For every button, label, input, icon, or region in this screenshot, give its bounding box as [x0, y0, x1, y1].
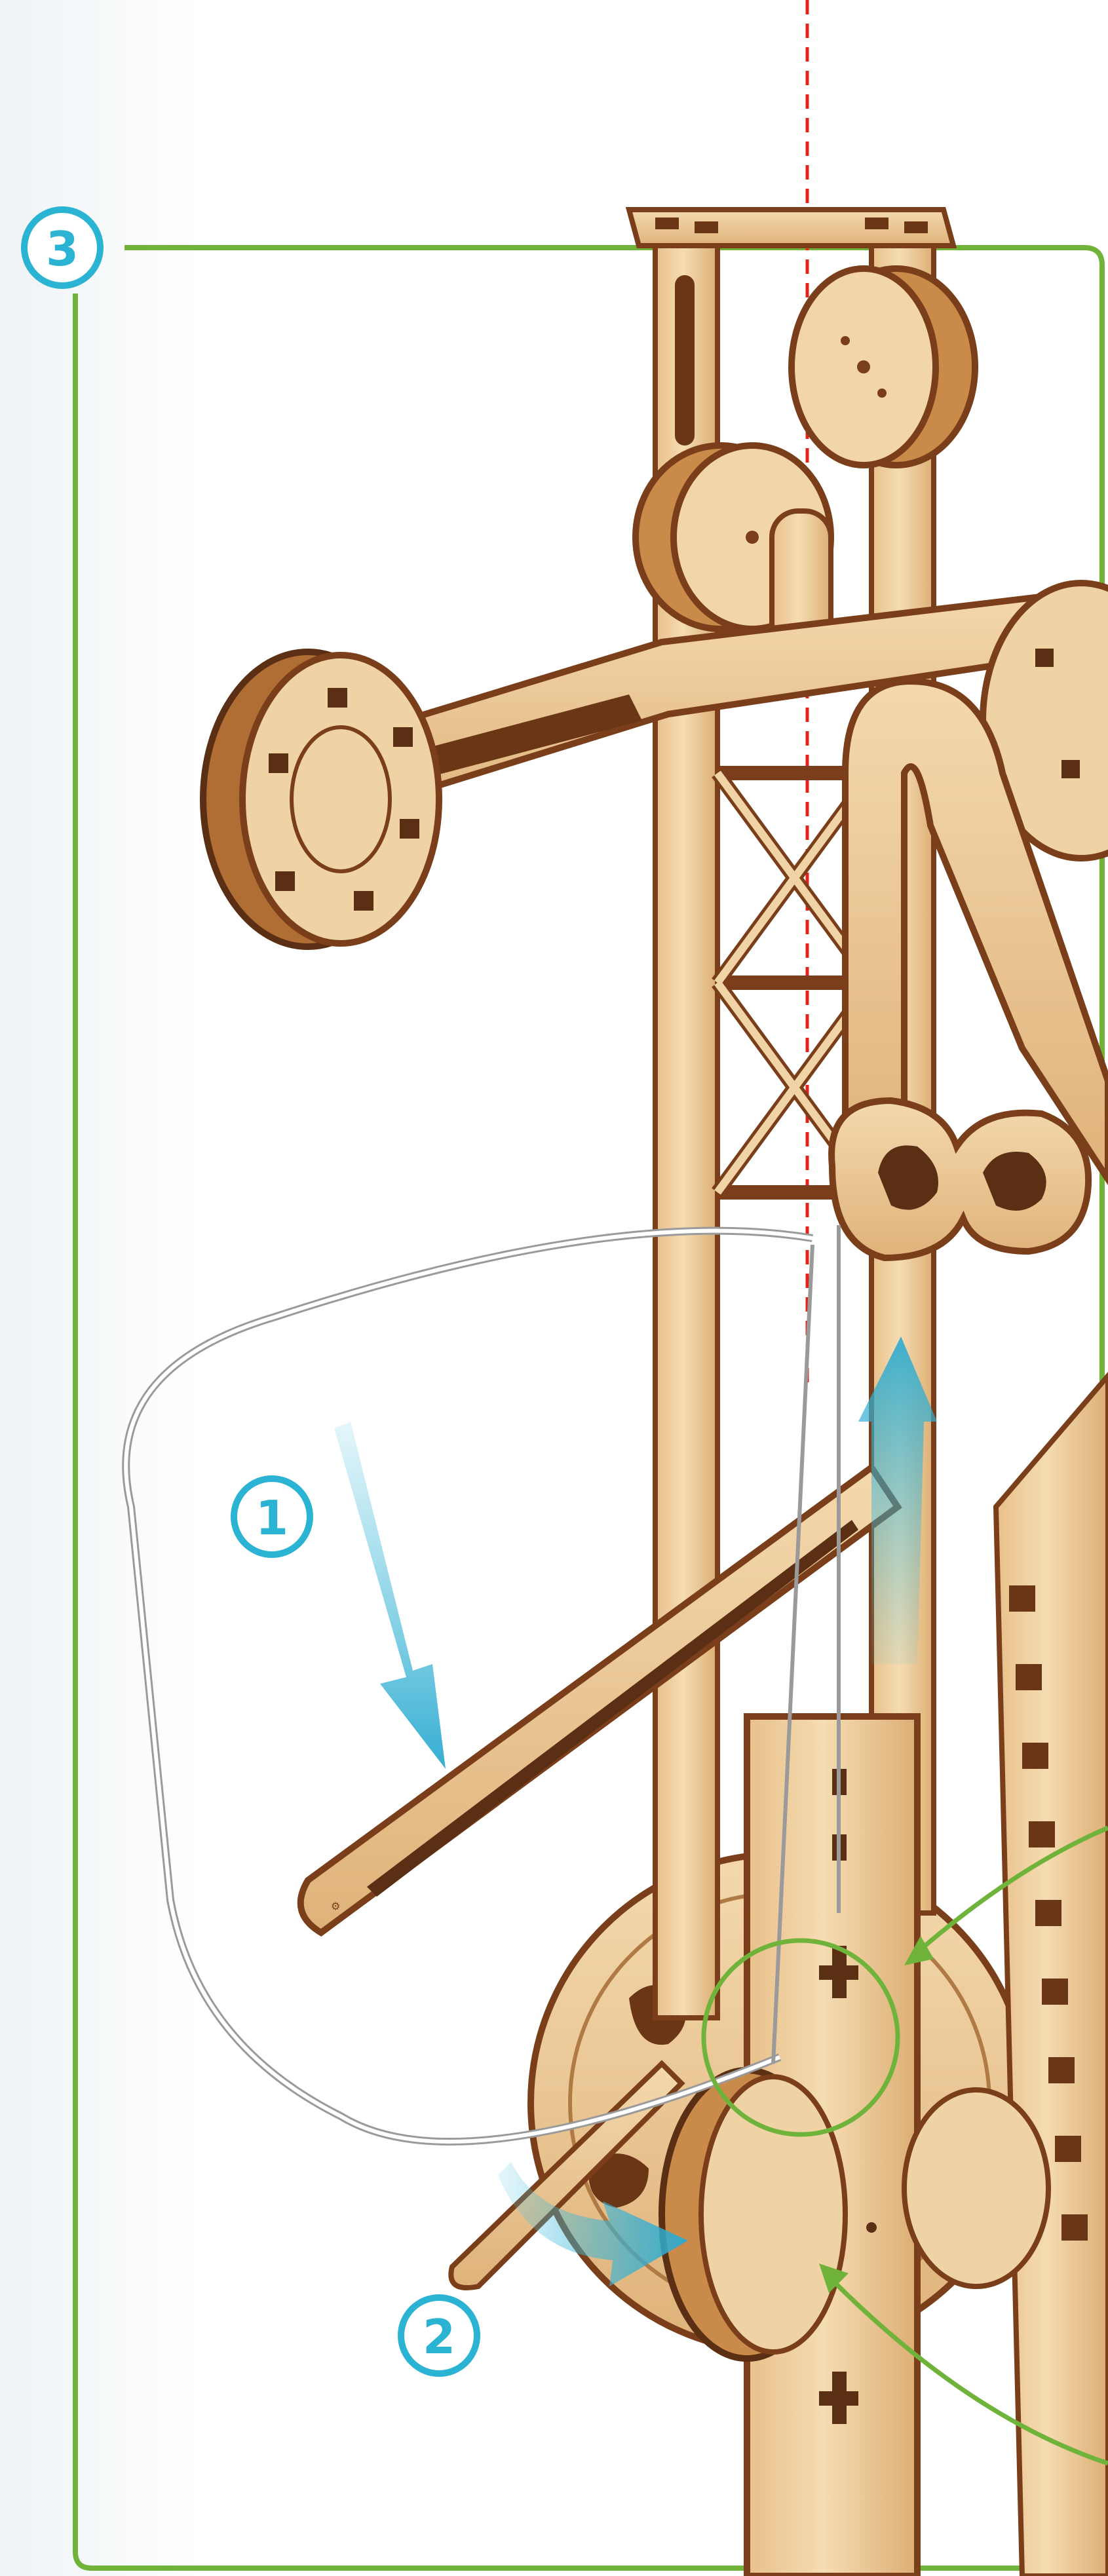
step-badge-2: 2: [401, 2298, 477, 2374]
step-number-2: 2: [423, 2309, 455, 2364]
top-pulley: [792, 269, 975, 465]
boom-end-wheel-left: [203, 652, 439, 947]
step-badge-1: 1: [234, 1479, 310, 1555]
step-badge-3: 3: [24, 210, 100, 286]
downward-arrow-icon: [334, 1422, 446, 1769]
toothed-rack: [996, 1376, 1108, 2576]
step-number-1: 1: [256, 1490, 288, 1545]
figure-eight-coupling: [831, 1101, 1088, 1258]
step-number-3: 3: [46, 221, 79, 276]
engraved-logo-mark: ⚙: [331, 1900, 340, 1912]
